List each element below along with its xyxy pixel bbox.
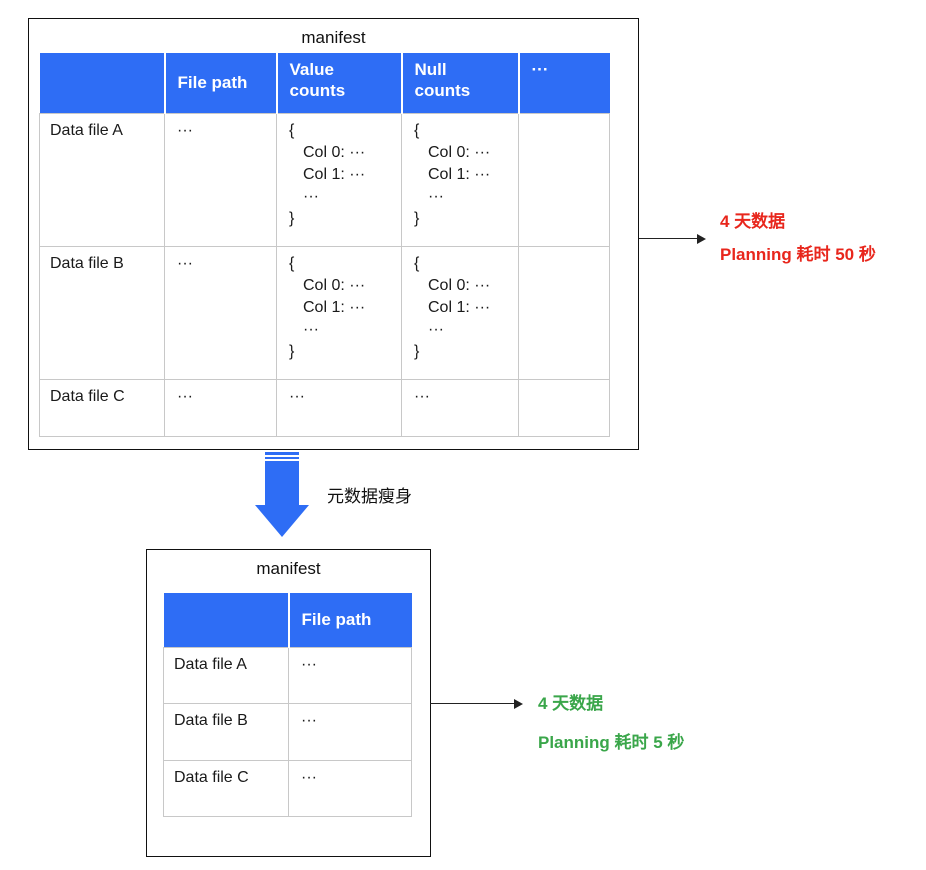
row-null-counts: { Col 0: ··· Col 1: ··· ··· } <box>401 245 519 380</box>
row-null-counts: ··· <box>401 378 519 437</box>
row-name: Data file C <box>39 378 165 437</box>
top-manifest-title: manifest <box>301 28 366 47</box>
row-null-counts: { Col 0: ··· Col 1: ··· ··· } <box>401 112 519 247</box>
header-value-counts: Value counts <box>276 53 403 113</box>
table-row: Data file C ··· ··· ··· <box>39 378 610 437</box>
row-more <box>518 245 610 380</box>
slimming-caption: 元数据瘦身 <box>327 487 412 506</box>
row-more <box>518 378 610 437</box>
top-result-arrow <box>639 238 699 239</box>
row-path: ··· <box>164 378 277 437</box>
bottom-note-line-2: Planning 耗时 5 秒 <box>538 733 685 752</box>
row-path: ··· <box>164 245 277 380</box>
downward-arrow-icon <box>255 452 309 537</box>
row-path: ··· <box>288 759 412 817</box>
table-row: Data file A ··· <box>163 646 412 704</box>
top-note-line-1: 4 天数据 <box>720 212 786 231</box>
bottom-note-line-1: 4 天数据 <box>538 694 604 713</box>
row-path: ··· <box>288 702 412 761</box>
bottom-manifest-title: manifest <box>256 559 321 578</box>
table-row: Data file C ··· <box>163 759 412 817</box>
row-value-counts: ··· <box>276 378 402 437</box>
header-file-path: File path <box>164 53 278 113</box>
row-path: ··· <box>288 646 412 704</box>
bottom-manifest-panel: manifest File path Data file A ··· Data … <box>146 549 431 857</box>
top-manifest-table: File path Value counts Null counts ··· D… <box>39 53 610 437</box>
bottom-header-row: File path <box>163 593 412 647</box>
top-manifest-panel: manifest File path Value counts Null cou… <box>28 18 639 450</box>
table-row: Data file B ··· { Col 0: ··· Col 1: ··· … <box>39 245 610 380</box>
row-value-counts: { Col 0: ··· Col 1: ··· ··· } <box>276 245 402 380</box>
header-corner <box>163 593 290 647</box>
row-path: ··· <box>164 112 277 247</box>
row-name: Data file A <box>163 646 289 704</box>
top-note-line-2: Planning 耗时 50 秒 <box>720 245 876 264</box>
header-file-path: File path <box>288 593 412 647</box>
header-more: ··· <box>518 53 610 113</box>
header-corner <box>39 53 166 113</box>
bottom-result-arrowhead <box>514 699 523 709</box>
row-more <box>518 112 610 247</box>
row-name: Data file B <box>163 702 289 761</box>
row-name: Data file C <box>163 759 289 817</box>
bottom-manifest-table: File path Data file A ··· Data file B ··… <box>163 593 412 817</box>
top-result-note: 4 天数据 Planning 耗时 50 秒 <box>720 212 876 265</box>
row-name: Data file A <box>39 112 165 247</box>
top-header-row: File path Value counts Null counts ··· <box>39 53 610 113</box>
top-result-arrowhead <box>697 234 706 244</box>
table-row: Data file A ··· { Col 0: ··· Col 1: ··· … <box>39 112 610 247</box>
bottom-result-note: 4 天数据 Planning 耗时 5 秒 <box>538 694 684 753</box>
table-row: Data file B ··· <box>163 702 412 761</box>
row-name: Data file B <box>39 245 165 380</box>
bottom-result-arrow <box>430 703 516 704</box>
header-null-counts: Null counts <box>401 53 520 113</box>
row-value-counts: { Col 0: ··· Col 1: ··· ··· } <box>276 112 402 247</box>
